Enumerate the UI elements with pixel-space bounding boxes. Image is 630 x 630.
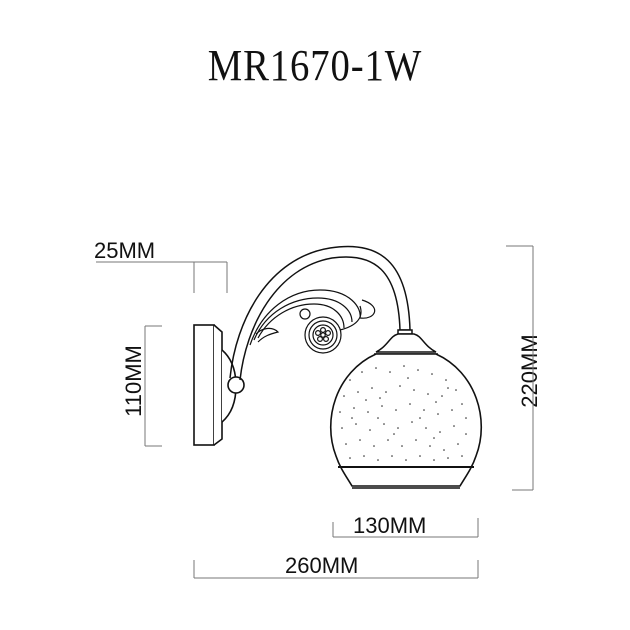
dimension-lines — [96, 245, 534, 579]
backplate — [193, 324, 245, 446]
scroll-ornament — [249, 289, 376, 354]
dim-label-wall-offset: 25MM — [94, 238, 156, 263]
dim-label-shade-width: 130MM — [353, 513, 427, 538]
shade-holder — [374, 329, 438, 355]
dim-label-total-width: 260MM — [285, 553, 359, 578]
glass-shade — [329, 353, 483, 489]
model-title: MR1670-1W — [207, 41, 423, 90]
flower-icon — [315, 327, 332, 343]
glass-speckles — [339, 365, 467, 461]
